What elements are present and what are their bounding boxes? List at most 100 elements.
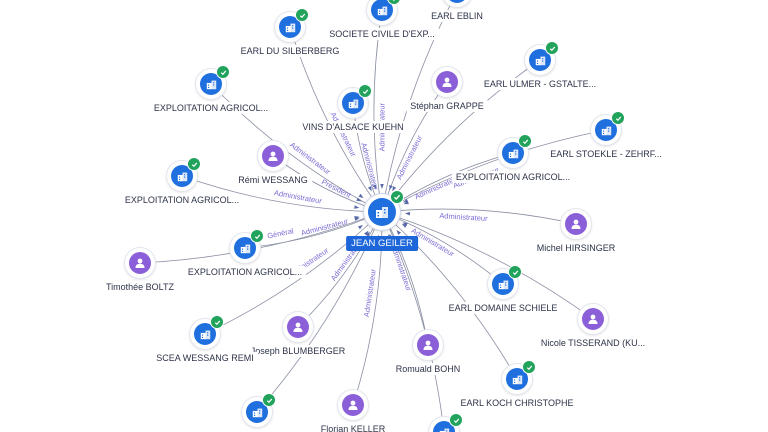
verified-check-icon bbox=[216, 65, 230, 79]
node-bubble bbox=[498, 134, 532, 168]
node-label: SOCIETE CIVILE D'EXP... bbox=[325, 28, 439, 40]
verified-check-icon bbox=[545, 41, 559, 55]
node-bubble bbox=[413, 330, 443, 360]
node-bubble bbox=[275, 8, 309, 42]
verified-check-icon bbox=[187, 157, 201, 171]
center-node-label: JEAN GEILER bbox=[346, 236, 418, 251]
edge-arrowhead bbox=[373, 184, 377, 190]
node-bubble bbox=[230, 229, 264, 263]
node-label: SCEA WESSANG REMI bbox=[152, 352, 258, 364]
node-label: EARL EBLIN bbox=[427, 10, 487, 22]
node-bubble bbox=[167, 157, 201, 191]
verified-check-icon bbox=[262, 393, 276, 407]
node-label: EARL DU SILBERBERG bbox=[236, 45, 344, 57]
building-icon bbox=[200, 73, 222, 95]
node-bubble bbox=[442, 0, 472, 7]
node-bubble bbox=[591, 111, 625, 145]
person-icon bbox=[436, 71, 458, 93]
node-label: EARL DOMAINE SCHIELE bbox=[444, 302, 562, 314]
person-icon bbox=[129, 252, 151, 274]
edge-line bbox=[139, 211, 383, 264]
edge-line bbox=[204, 211, 383, 335]
building-icon bbox=[171, 165, 193, 187]
building-icon bbox=[342, 92, 364, 114]
center-node-bubble bbox=[364, 190, 404, 230]
building-icon bbox=[446, 0, 468, 3]
person-icon bbox=[262, 145, 284, 167]
edge-arrowhead bbox=[354, 216, 360, 220]
node-label: Timothée BOLTZ bbox=[101, 281, 179, 293]
person-icon bbox=[287, 316, 309, 338]
node-label: EXPLOITATION AGRICOL... bbox=[451, 171, 575, 183]
edge-arrowhead bbox=[354, 205, 360, 209]
building-icon bbox=[529, 49, 551, 71]
building-icon bbox=[234, 237, 256, 259]
node-label: Rémi WESSANG bbox=[234, 174, 312, 186]
person-icon bbox=[417, 334, 439, 356]
edge-line bbox=[381, 211, 594, 320]
node-label: Nicole TISSERAND (KU... bbox=[536, 337, 650, 349]
node-label: EARL KOCH CHRISTOPHE bbox=[456, 397, 578, 409]
building-icon bbox=[194, 323, 216, 345]
building-icon bbox=[492, 273, 514, 295]
verified-check-icon bbox=[518, 134, 532, 148]
node-label: EXPLOITATION AGRICOL... bbox=[149, 102, 273, 114]
edge-arrowhead bbox=[358, 193, 364, 199]
verified-check-icon bbox=[358, 84, 372, 98]
node-label: EARL ULMER - GSTALTE... bbox=[479, 78, 601, 90]
verified-check-icon bbox=[611, 111, 625, 125]
person-icon bbox=[582, 308, 604, 330]
verified-check-icon bbox=[449, 413, 463, 427]
edge-arrowhead bbox=[356, 197, 362, 202]
verified-check-icon bbox=[522, 360, 536, 374]
node-label: Romuald BOHN bbox=[391, 363, 465, 375]
edge-arrowhead bbox=[364, 230, 369, 236]
edge-arrowhead bbox=[380, 184, 384, 189]
edge-arrowhead bbox=[396, 229, 402, 235]
edge-line bbox=[181, 175, 383, 213]
edge-arrowhead bbox=[357, 225, 364, 230]
node-label: EXPLOITATION AGRICOL... bbox=[183, 266, 307, 278]
edge-relation-label: Administrateur bbox=[273, 188, 323, 206]
node-label: EXPLOITATION AGRICOL... bbox=[120, 194, 244, 206]
person-icon bbox=[565, 213, 587, 235]
edge-line bbox=[381, 211, 518, 380]
node-label: Michel HIRSINGER bbox=[532, 242, 620, 254]
building-icon bbox=[433, 421, 455, 432]
node-bubble bbox=[196, 65, 230, 99]
edge-line bbox=[381, 208, 577, 225]
node-bubble bbox=[338, 84, 372, 118]
node-bubble bbox=[432, 67, 462, 97]
node-label: VINS D'ALSACE KUEHN bbox=[298, 121, 408, 133]
edge-arrowhead bbox=[389, 184, 393, 191]
edge-arrowhead bbox=[402, 198, 409, 203]
edge-relation-label: Administrateur bbox=[394, 133, 424, 181]
edge-relation-label: Administrateur bbox=[300, 217, 350, 238]
verified-check-icon bbox=[508, 265, 522, 279]
edge-arrowhead bbox=[404, 211, 411, 216]
node-bubble bbox=[283, 312, 313, 342]
node-label: Florian KELLER bbox=[316, 423, 390, 432]
node-bubble bbox=[429, 413, 463, 432]
node-bubble bbox=[258, 141, 288, 171]
building-icon bbox=[368, 198, 396, 226]
building-icon bbox=[506, 368, 528, 390]
edge-arrowhead bbox=[367, 186, 372, 192]
node-bubble bbox=[561, 209, 591, 239]
building-icon bbox=[502, 142, 524, 164]
node-label: Stéphan GRAPPE bbox=[406, 100, 488, 112]
building-icon bbox=[371, 0, 393, 21]
person-icon bbox=[342, 394, 364, 416]
edge-relation-label: Général bbox=[266, 226, 294, 240]
building-icon bbox=[279, 16, 301, 38]
node-label: Joseph BLUMBERGER bbox=[246, 345, 350, 357]
building-icon bbox=[246, 401, 268, 423]
node-bubble bbox=[242, 393, 276, 427]
edge-relation-label: Administrateur bbox=[439, 211, 488, 223]
verified-check-icon bbox=[390, 190, 404, 204]
node-bubble bbox=[125, 248, 155, 278]
node-bubble bbox=[488, 265, 522, 299]
node-label: EARL STOEKLE - ZEHRF... bbox=[546, 148, 666, 160]
edge-arrowhead bbox=[365, 231, 370, 237]
